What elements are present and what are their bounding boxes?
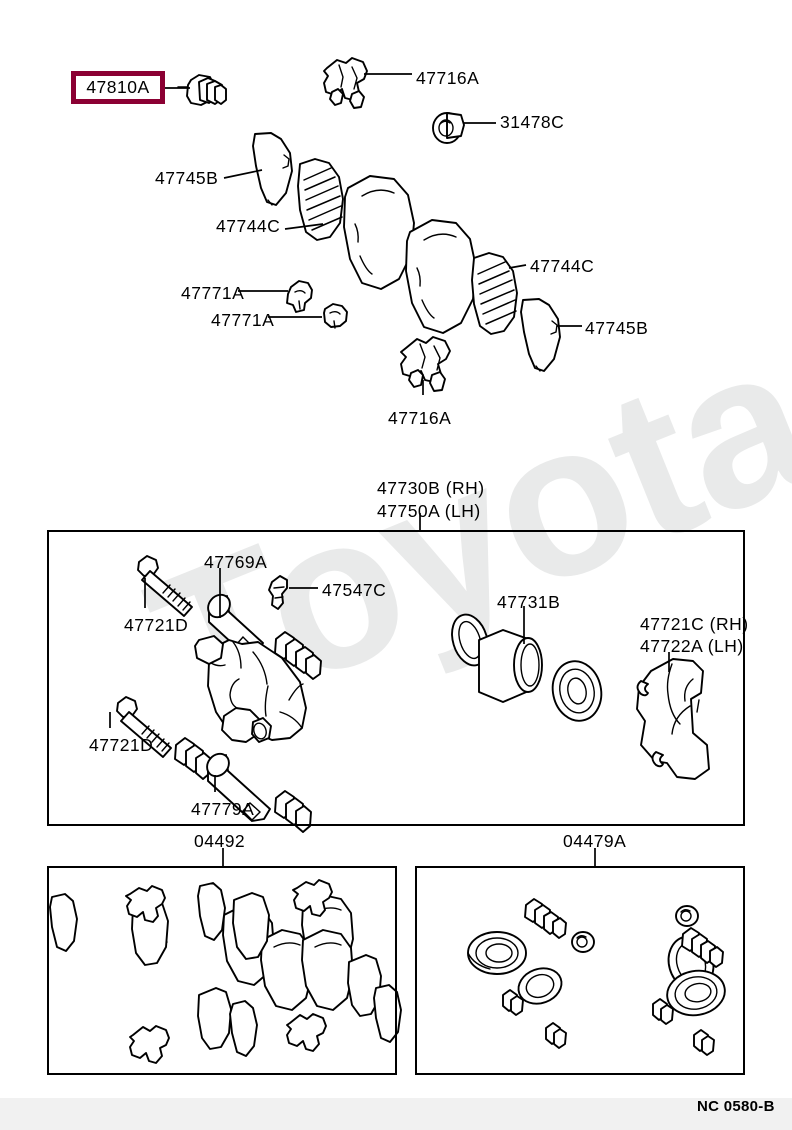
part-47745b-right-shim [521, 299, 560, 371]
label-47721c-rh[interactable]: 47721C (RH) [640, 614, 749, 634]
part-47810a-bolt [178, 75, 226, 105]
boot-f [694, 1030, 714, 1055]
label-47745b-right[interactable]: 47745B [585, 318, 649, 338]
part-47771a-lower-clip [324, 304, 347, 328]
label-47744c-right[interactable]: 47744C [530, 256, 595, 276]
label-47716a-top[interactable]: 47716A [416, 68, 480, 88]
label-47731b[interactable]: 47731B [497, 592, 561, 612]
part-47721c-bracket [637, 659, 709, 779]
boot-d [682, 928, 723, 967]
part-47731b-piston [479, 630, 542, 702]
part-47744c-right-pad [472, 253, 517, 334]
part-47771a-upper-clip [287, 281, 312, 312]
label-47721d-bottom[interactable]: 47721D [89, 735, 154, 755]
boot-e [653, 999, 673, 1024]
part-47721d-top-bolt [138, 556, 192, 616]
part-dust-boot-ring [547, 657, 606, 726]
part-47769a-sleeve [204, 590, 263, 655]
label-47716a-bottom[interactable]: 47716A [388, 408, 452, 428]
caliper-box-title-lh[interactable]: 47750A (LH) [377, 501, 481, 521]
label-04492[interactable]: 04492 [194, 831, 246, 851]
small-cap-right [676, 906, 698, 926]
caliper-box-title-rh[interactable]: 47730B (RH) [377, 478, 485, 498]
label-47721d-top[interactable]: 47721D [124, 615, 189, 635]
part-boot-upper [275, 632, 321, 679]
part-brake-pad-1 [344, 176, 414, 289]
boot-a [525, 899, 566, 938]
small-cap-left [572, 932, 594, 952]
label-47779a[interactable]: 47779A [191, 799, 255, 819]
label-47771a-upper[interactable]: 47771A [181, 283, 245, 303]
label-47745b-left[interactable]: 47745B [155, 168, 219, 188]
part-47716a-top-clip [324, 58, 367, 108]
label-47771a-lower[interactable]: 47771A [211, 310, 275, 330]
part-47745b-left-shim [253, 133, 292, 205]
label-31478c[interactable]: 31478C [500, 112, 565, 132]
pad-kit-contents [50, 880, 401, 1063]
part-47547c-bleeder [269, 576, 287, 609]
label-47547c[interactable]: 47547C [322, 580, 387, 600]
label-47744c-left[interactable]: 47744C [216, 216, 281, 236]
label-47722a-lh[interactable]: 47722A (LH) [640, 636, 744, 656]
part-31478c-bushing [433, 113, 464, 143]
footer-bar [0, 1098, 792, 1130]
part-47779a-sleeve [203, 749, 270, 821]
part-caliper-body [195, 636, 306, 742]
part-47716a-bottom-clip [401, 337, 450, 391]
part-brake-pad-2 [406, 220, 476, 333]
part-47721d-bottom-bolt [117, 697, 171, 757]
boot-b [503, 990, 523, 1015]
caliper-assembly-box [47, 530, 745, 826]
part-47744c-left-pad [298, 159, 343, 240]
label-47769a[interactable]: 47769A [204, 552, 268, 572]
highlighted-part-47810a[interactable]: 47810A [71, 71, 165, 104]
label-04479a[interactable]: 04479A [563, 831, 627, 851]
pad-kit-box [47, 866, 397, 1075]
seal-kit-box [415, 866, 745, 1075]
seal-kit-contents [468, 899, 728, 1055]
footer-code: NC 0580-B [697, 1098, 775, 1115]
boot-c [546, 1023, 566, 1048]
